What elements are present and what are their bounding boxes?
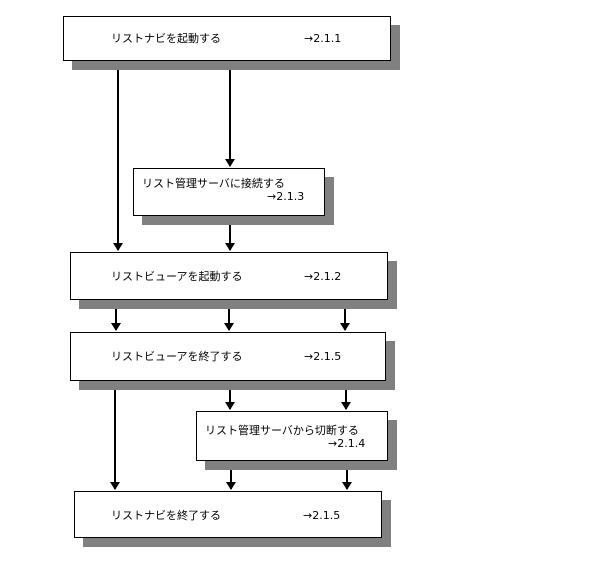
step-reference: →2.1.5 bbox=[303, 509, 341, 522]
step-disconnect-server: リスト管理サーバから切断する →2.1.4 bbox=[196, 411, 388, 461]
step-reference: →2.1.1 bbox=[304, 32, 342, 45]
step-reference: →2.1.5 bbox=[304, 350, 342, 363]
step-reference: →2.1.2 bbox=[304, 270, 342, 283]
step-label: リスト管理サーバから切断する bbox=[205, 424, 359, 437]
step-label: リストナビを起動する bbox=[111, 32, 221, 45]
step-reference: →2.1.3 bbox=[267, 190, 305, 203]
step-label: リストナビを終了する bbox=[111, 509, 221, 522]
step-label: リストビューアを起動する bbox=[111, 270, 243, 283]
step-label: リスト管理サーバに接続する bbox=[142, 177, 285, 190]
step-label: リストビューアを終了する bbox=[111, 350, 243, 363]
step-exit-listnavi: リストナビを終了する →2.1.5 bbox=[74, 491, 382, 538]
step-start-listnavi: リストナビを起動する →2.1.1 bbox=[63, 16, 391, 61]
step-exit-listviewer: リストビューアを終了する →2.1.5 bbox=[70, 332, 386, 381]
step-start-listviewer: リストビューアを起動する →2.1.2 bbox=[70, 252, 388, 300]
step-connect-server: リスト管理サーバに接続する →2.1.3 bbox=[133, 168, 325, 216]
step-reference: →2.1.4 bbox=[328, 437, 366, 450]
